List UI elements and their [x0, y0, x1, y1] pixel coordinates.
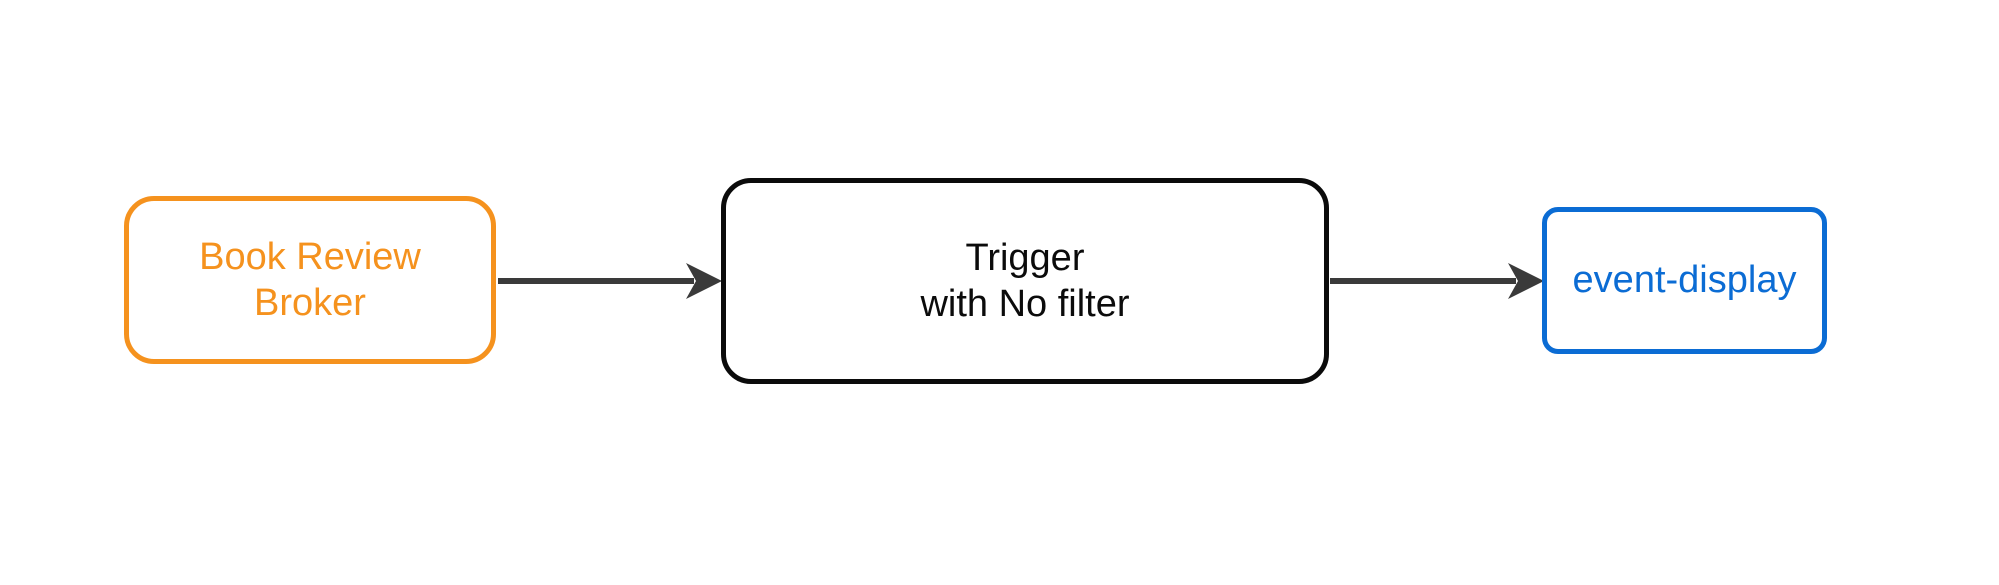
- edge-trigger-to-sink: [1330, 261, 1544, 301]
- node-book-review-broker[interactable]: Book Review Broker: [124, 196, 496, 364]
- arrowhead-icon: [686, 263, 722, 299]
- edge-broker-to-trigger: [498, 261, 722, 301]
- edge-trigger-to-sink-arrow-icon: [1330, 263, 1544, 299]
- node-event-display[interactable]: event-display: [1542, 207, 1827, 354]
- edge-broker-to-trigger-arrow-icon: [498, 263, 722, 299]
- node-trigger-label: Trigger with No filter: [920, 236, 1130, 325]
- arrowhead-icon: [1508, 263, 1544, 299]
- node-trigger-with-no-filter[interactable]: Trigger with No filter: [721, 178, 1329, 384]
- node-broker-label: Book Review Broker: [199, 235, 421, 324]
- node-sink-label: event-display: [1572, 259, 1797, 302]
